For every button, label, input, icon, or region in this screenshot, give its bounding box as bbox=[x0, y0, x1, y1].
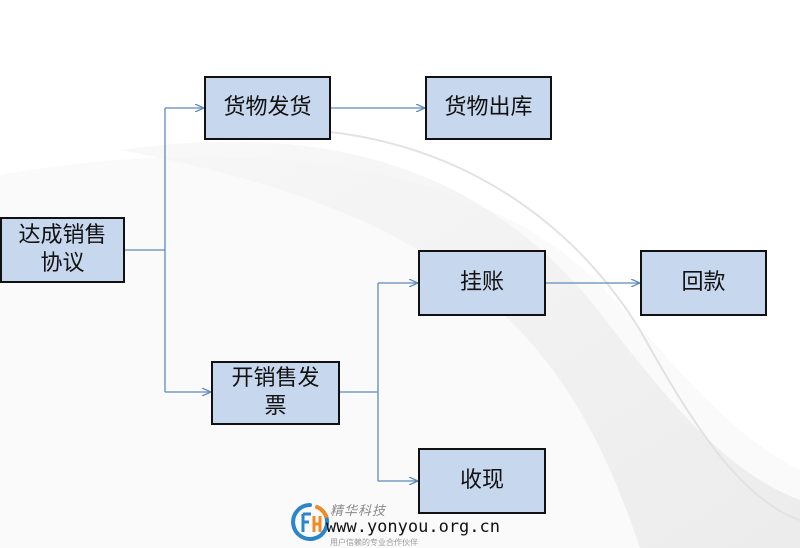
node-sales-invoice-label: 开销售发票 bbox=[231, 366, 320, 419]
node-goods-outbound-label: 货物出库 bbox=[444, 95, 533, 120]
company-tagline: 用户信赖的专业合作伙伴 bbox=[330, 538, 418, 547]
node-sales-invoice: 开销售发票 bbox=[211, 361, 340, 425]
node-credit-label: 挂账 bbox=[459, 270, 504, 295]
node-goods-shipment-label: 货物发货 bbox=[223, 95, 312, 120]
company-brand-name: 精华科技 bbox=[330, 504, 387, 519]
node-cash: 收现 bbox=[418, 448, 546, 514]
company-url: www.yonyou.org.cn bbox=[326, 517, 500, 537]
node-goods-outbound: 货物出库 bbox=[425, 76, 552, 140]
node-cash-label: 收现 bbox=[459, 468, 504, 493]
node-goods-shipment: 货物发货 bbox=[204, 76, 331, 140]
node-credit: 挂账 bbox=[418, 250, 546, 316]
company-logo-icon bbox=[291, 503, 330, 541]
node-payment: 回款 bbox=[640, 250, 767, 316]
node-sales-agreement-label: 达成销售协议 bbox=[18, 223, 107, 276]
node-payment-label: 回款 bbox=[681, 270, 726, 295]
company-logo: 精华科技 www.yonyou.org.cn 用户信赖的专业合作伙伴 bbox=[290, 500, 550, 547]
node-sales-agreement: 达成销售协议 bbox=[0, 217, 125, 283]
